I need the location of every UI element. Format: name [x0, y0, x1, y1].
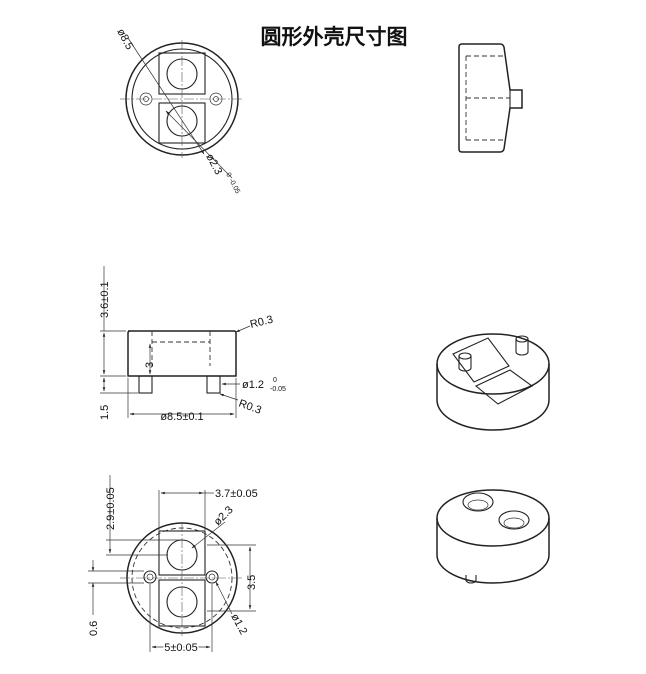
front-pin-left [138, 375, 153, 394]
iso2-hole-b-inner [503, 517, 525, 529]
iso-view-bottom [436, 489, 550, 584]
bottom-pin-offset-label: 0.6 [88, 621, 100, 636]
iso2-top-face [436, 489, 550, 547]
bottom-window-upper [158, 530, 206, 576]
iso1-pin-a [458, 356, 472, 372]
front-pin-right [206, 375, 221, 394]
front-radius-bottom-label: R0.3 [237, 398, 263, 417]
bottom-pin-left [143, 570, 157, 584]
side-view [458, 43, 523, 153]
front-radius-bottom-leader [219, 393, 239, 401]
iso1-pin-b [515, 339, 529, 356]
bottom-pin-spacing-label: 5±0.05 [164, 642, 198, 654]
bottom-pin-dia-leader [215, 581, 233, 615]
top-dia-label: ø8.5 [114, 27, 135, 52]
bottom-window-height-label: 3.5 [246, 575, 258, 590]
front-pin-dia-tol-upper: 0 [273, 377, 277, 384]
bottom-spacing-label: 2.9±0.05 [105, 487, 117, 530]
iso1-body [436, 364, 550, 431]
bottom-pin-right-core [208, 573, 216, 581]
iso1-top-face [436, 333, 550, 395]
top-hole-tol-upper: 0 [224, 172, 232, 179]
top-hole-label: ø2.3 [203, 152, 224, 177]
top-hole-leader [165, 110, 233, 179]
page-title: 圆形外壳尺寸图 [261, 25, 408, 49]
bottom-hole-label: ø2.3 [212, 504, 236, 528]
iso2-pin [465, 575, 477, 584]
side-outline [458, 43, 523, 153]
front-radius-top-label: R0.3 [249, 314, 274, 331]
iso2-hole-a [462, 492, 494, 512]
iso1-pin-a-top [458, 352, 472, 360]
bottom-pin-dia-label: ø1.2 [228, 612, 249, 637]
iso1-window-a [452, 337, 510, 383]
front-radius-top-leader [235, 325, 251, 333]
front-pin-dia-tol-lower: -0.05 [270, 386, 286, 393]
side-hidden-lines [465, 55, 510, 141]
iso-view-top [436, 333, 550, 431]
front-width-label: ø8.5±0.1 [160, 411, 203, 423]
bottom-view: 2.9±0.05 3.7±0.05 ø2.3 3.5 0.6 ø1.2 5±0.… [88, 475, 258, 656]
front-body [127, 330, 237, 377]
bottom-pin-right [205, 570, 219, 584]
top-dia-leader [127, 37, 205, 155]
iso2-body [436, 518, 550, 584]
bottom-window-width-label: 3.7±0.05 [215, 488, 258, 500]
front-hidden-cavity [151, 331, 211, 366]
front-height-label: 3.6±0.1 [99, 281, 111, 318]
front-depth-label: 3 [144, 362, 156, 368]
top-view: ø8.5 ø2.3 0 -0.05 [114, 27, 244, 195]
front-pin-dia-label: ø1.2 [242, 379, 264, 391]
iso2-hole-a-inner [467, 499, 489, 511]
bottom-pin-left-core [146, 573, 154, 581]
iso2-hole-b [498, 510, 530, 530]
front-view: 3.6±0.1 3 1.5 ø8.5±0.1 R0.3 ø1.2 0 -0.05… [99, 266, 286, 423]
front-pin-len-label: 1.5 [99, 405, 111, 420]
bottom-hole-leader [191, 521, 226, 549]
top-hole-tol-lower: -0.05 [227, 178, 241, 195]
iso1-window-b [474, 369, 534, 405]
